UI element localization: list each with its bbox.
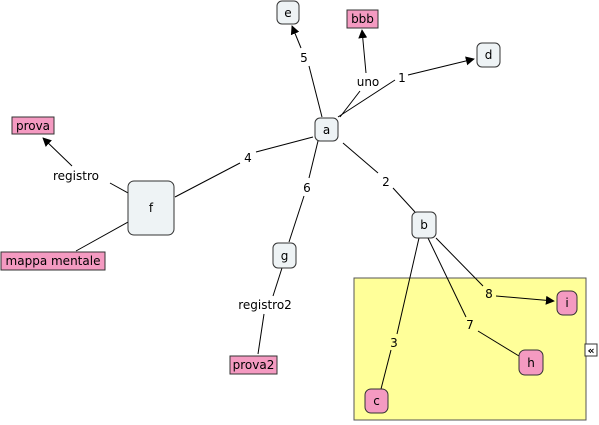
tag-bbb[interactable]: bbb <box>346 9 379 29</box>
edge-label-registro2: registro2 <box>238 298 292 312</box>
edge-6-g <box>288 195 305 243</box>
edge-7-h <box>477 330 520 357</box>
tag-prova2[interactable]: prova2 <box>229 355 278 375</box>
node-c[interactable]: c <box>364 388 389 414</box>
edge-b-3 <box>396 237 420 335</box>
edge-2-b <box>392 187 416 213</box>
group-box[interactable] <box>353 277 587 421</box>
edge-label-5: 5 <box>300 51 308 65</box>
tag-mappa-mentale-label: mappa mentale <box>6 254 101 268</box>
edge-a-2 <box>342 142 379 174</box>
edge-uno-bbb <box>358 29 368 74</box>
edge-a-1 <box>337 79 396 118</box>
edge-a-4 <box>255 136 314 153</box>
tag-bbb-label: bbb <box>351 12 374 26</box>
node-b[interactable]: b <box>411 211 437 239</box>
node-i-label: i <box>565 296 568 310</box>
edge-label-8: 8 <box>485 287 493 301</box>
node-g[interactable]: g <box>272 242 297 269</box>
node-a-label: a <box>323 123 330 137</box>
collapse-icon[interactable]: « <box>584 343 598 357</box>
edge-g-registro2 <box>272 267 283 297</box>
tag-prova[interactable]: prova <box>11 116 55 135</box>
tag-mappa-mentale[interactable]: mappa mentale <box>0 251 106 271</box>
edges <box>42 25 555 390</box>
node-d[interactable]: d <box>476 42 501 68</box>
tag-prova2-label: prova2 <box>233 358 275 372</box>
node-f[interactable]: f <box>127 180 175 236</box>
node-h[interactable]: h <box>518 349 544 376</box>
edge-label-2: 2 <box>382 175 390 189</box>
edge-registro2-prova2 <box>257 313 265 355</box>
edge-registro-prova <box>42 137 73 167</box>
edge-a-6 <box>308 140 319 179</box>
edge-f-registro <box>109 182 129 194</box>
edge-8-i <box>495 295 555 305</box>
edge-3-c <box>380 349 392 390</box>
node-i[interactable]: i <box>556 290 578 316</box>
collapse-icon-glyph: « <box>587 344 594 357</box>
edge-label-6: 6 <box>303 181 311 195</box>
node-g-label: g <box>281 249 289 263</box>
edge-label-4: 4 <box>244 151 252 165</box>
node-d-label: d <box>485 48 493 62</box>
node-h-label: h <box>527 356 535 370</box>
edge-label-3: 3 <box>390 336 398 350</box>
edge-label-1: 1 <box>398 71 406 85</box>
edge-f-mappa <box>75 221 129 252</box>
edge-b-7 <box>427 237 467 318</box>
node-b-label: b <box>420 218 428 232</box>
edge-b-8 <box>435 237 484 287</box>
edge-a-5 <box>308 65 323 118</box>
edge-labels: uno 1 5 4 6 2 registro registro2 3 7 8 <box>53 51 493 350</box>
edge-5-e <box>290 25 302 49</box>
edge-1-d <box>407 56 475 76</box>
node-f-label: f <box>149 201 154 215</box>
node-e-label: e <box>284 6 291 20</box>
edge-label-registro: registro <box>53 169 99 183</box>
edge-4-f <box>174 162 241 198</box>
edge-label-7: 7 <box>466 318 474 332</box>
tag-prova-label: prova <box>16 119 50 133</box>
edge-a-uno <box>339 90 361 118</box>
edge-label-uno: uno <box>357 75 380 89</box>
node-a[interactable]: a <box>314 117 339 142</box>
node-c-label: c <box>373 394 380 408</box>
node-e[interactable]: e <box>276 0 300 25</box>
